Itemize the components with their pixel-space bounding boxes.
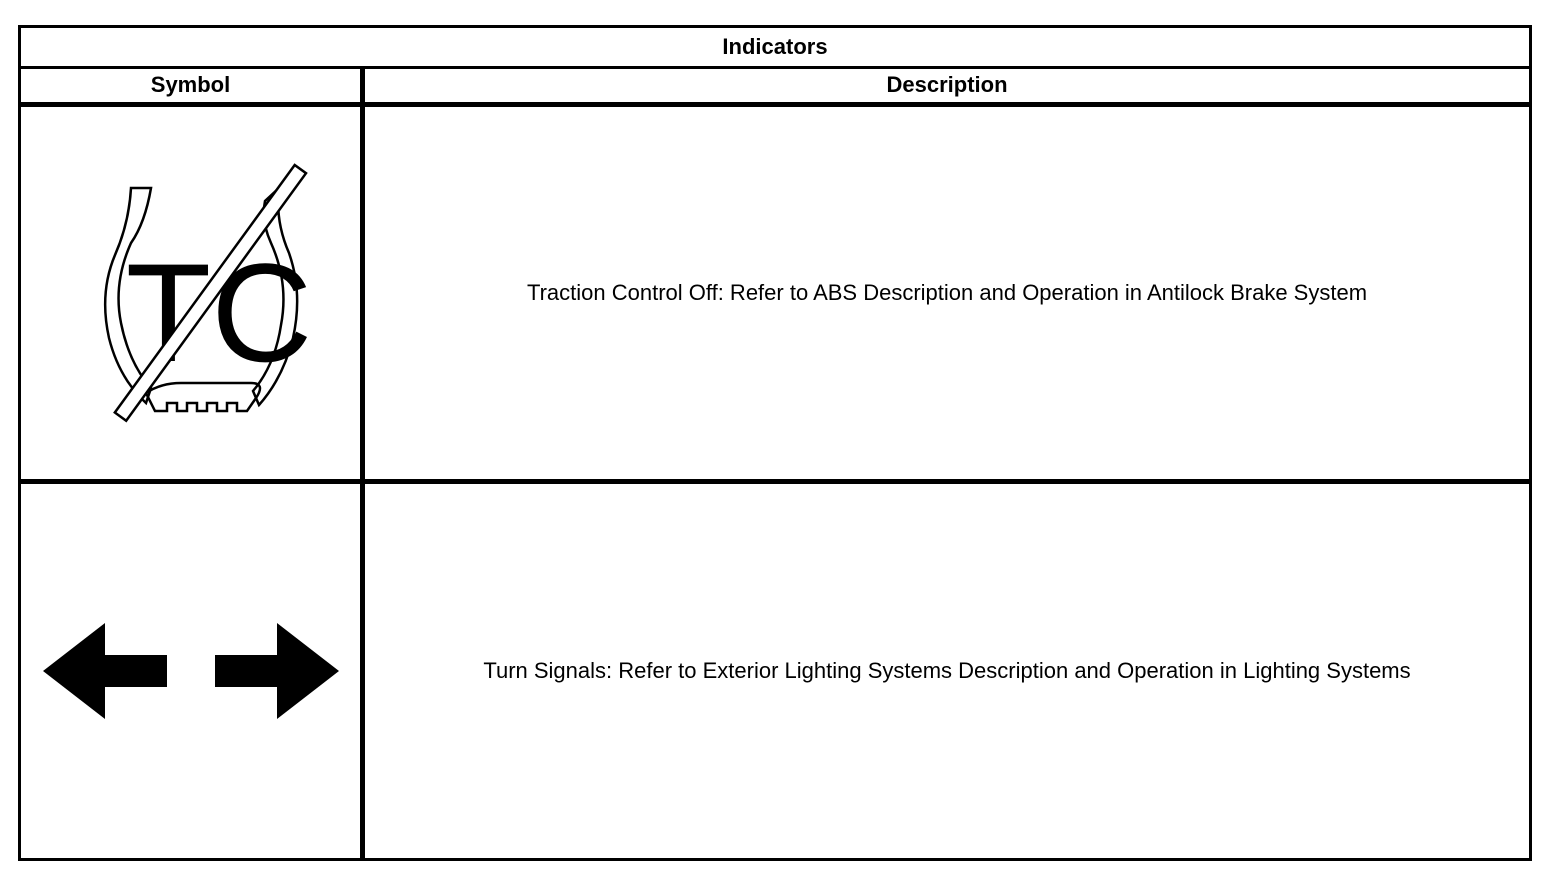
table-title-row: Indicators	[18, 25, 1532, 69]
left-arrow-icon	[42, 623, 167, 720]
turn-signals-icon	[42, 623, 339, 720]
symbol-cell	[18, 480, 365, 861]
table-row: TC Traction Control Off: Refer to ABS De…	[18, 102, 1532, 485]
indicators-table: Indicators Symbol Description TC Tractio…	[18, 25, 1532, 861]
table-header-row: Symbol Description	[18, 65, 1532, 107]
description-cell: Traction Control Off: Refer to ABS Descr…	[361, 102, 1532, 485]
right-arrow-icon	[214, 623, 339, 720]
symbol-cell: TC	[18, 102, 365, 485]
column-header-symbol: Symbol	[18, 65, 365, 107]
traction-control-off-icon: TC	[103, 163, 311, 423]
description-cell: Turn Signals: Refer to Exterior Lighting…	[361, 480, 1532, 861]
table-title: Indicators	[18, 25, 1532, 69]
column-header-description: Description	[361, 65, 1532, 107]
table-row: Turn Signals: Refer to Exterior Lighting…	[18, 480, 1532, 861]
